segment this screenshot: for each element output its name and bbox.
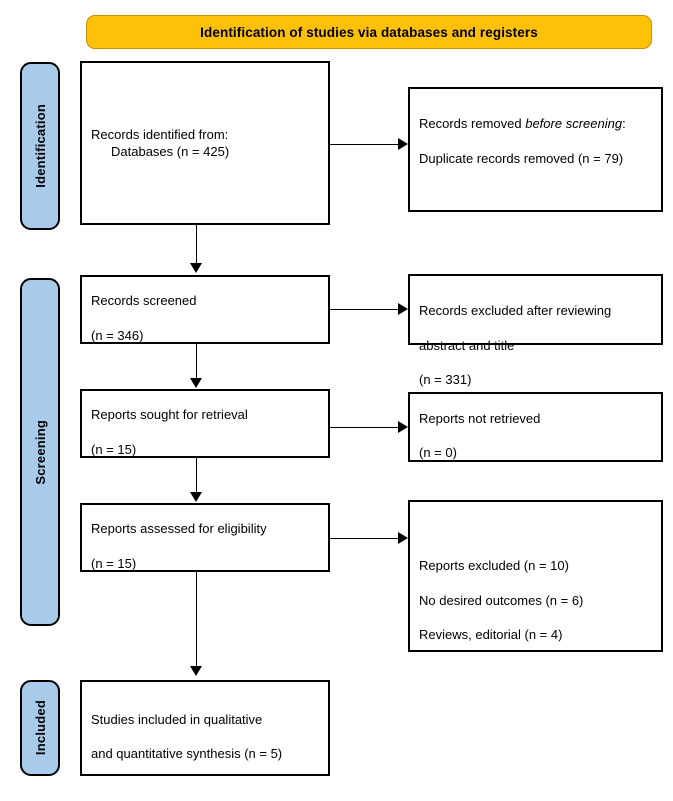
arrowhead-assessed-to-included-icon bbox=[190, 666, 202, 676]
box-records-removed: Records removed before screening: Duplic… bbox=[408, 87, 663, 212]
box-reports-sought-text: Reports sought for retrieval (n = 15) bbox=[82, 389, 328, 458]
arrowhead-identified-to-screened-icon bbox=[190, 263, 202, 273]
reports-excluded-line3: Reviews, editorial (n = 4) bbox=[419, 627, 563, 643]
arrowhead-assessed-to-excluded-icon bbox=[398, 532, 408, 544]
connector-screened-to-excluded bbox=[330, 309, 400, 310]
records-screened-label: Records screened bbox=[91, 293, 197, 309]
box-records-excluded-text: Records excluded after reviewing abstrac… bbox=[410, 276, 661, 389]
arrowhead-sought-to-assessed-icon bbox=[190, 492, 202, 502]
reports-assessed-label: Reports assessed for eligibility bbox=[91, 521, 267, 537]
reports-not-retrieved-label: Reports not retrieved bbox=[419, 410, 541, 426]
connector-sought-to-assessed bbox=[196, 458, 197, 494]
box-reports-sought: Reports sought for retrieval (n = 15) bbox=[80, 389, 330, 458]
records-identified-line2: Databases (n = 425) bbox=[111, 144, 230, 159]
arrowhead-screened-to-sought-icon bbox=[190, 378, 202, 388]
arrowhead-identified-to-removed-icon bbox=[398, 138, 408, 150]
box-reports-not-retrieved-text: Reports not retrieved (n = 0) bbox=[410, 392, 661, 461]
stage-pill-included: Included bbox=[20, 680, 60, 776]
stage-label-screening: Screening bbox=[32, 419, 48, 485]
connector-sought-to-not-retrieved bbox=[330, 427, 400, 428]
records-excluded-line2: abstract and title bbox=[419, 337, 515, 353]
box-records-screened-text: Records screened (n = 346) bbox=[82, 275, 328, 344]
reports-not-retrieved-count: (n = 0) bbox=[419, 445, 457, 461]
reports-assessed-count: (n = 15) bbox=[91, 555, 137, 571]
records-excluded-count: (n = 331) bbox=[419, 372, 472, 388]
stage-label-identification: Identification bbox=[32, 104, 48, 188]
connector-identified-to-screened bbox=[196, 225, 197, 265]
box-records-removed-text: Records removed before screening: Duplic… bbox=[410, 89, 661, 167]
connector-identified-to-removed bbox=[330, 144, 400, 145]
box-studies-included: Studies included in qualitative and quan… bbox=[80, 680, 330, 776]
stage-pill-identification: Identification bbox=[20, 62, 60, 230]
box-reports-assessed-text: Reports assessed for eligibility (n = 15… bbox=[82, 503, 328, 572]
phase-banner-identification: Identification of studies via databases … bbox=[86, 15, 652, 49]
box-studies-included-text: Studies included in qualitative and quan… bbox=[82, 693, 328, 762]
box-records-identified: Records identified from: Databases (n = … bbox=[80, 61, 330, 225]
studies-included-line1: Studies included in qualitative bbox=[91, 711, 263, 727]
box-records-excluded: Records excluded after reviewing abstrac… bbox=[408, 274, 663, 387]
records-removed-prefix: Records removed bbox=[419, 116, 526, 132]
arrowhead-screened-to-excluded-icon bbox=[398, 303, 408, 315]
reports-sought-count: (n = 15) bbox=[91, 441, 137, 457]
reports-excluded-line1: Reports excluded (n = 10) bbox=[419, 558, 569, 574]
box-reports-not-retrieved: Reports not retrieved (n = 0) bbox=[408, 392, 663, 462]
reports-sought-label: Reports sought for retrieval bbox=[91, 407, 248, 423]
box-records-screened: Records screened (n = 346) bbox=[80, 275, 330, 344]
box-records-identified-text: Records identified from: Databases (n = … bbox=[82, 108, 328, 177]
records-excluded-line1: Records excluded after reviewing bbox=[419, 303, 612, 319]
arrowhead-sought-to-not-retrieved-icon bbox=[398, 421, 408, 433]
stage-label-included: Included bbox=[32, 700, 48, 756]
connector-assessed-to-included bbox=[196, 572, 197, 668]
reports-excluded-line2: No desired outcomes (n = 6) bbox=[419, 592, 584, 608]
box-reports-excluded-text: Reports excluded (n = 10) No desired out… bbox=[410, 502, 661, 644]
connector-screened-to-sought bbox=[196, 344, 197, 380]
records-identified-line1: Records identified from: bbox=[91, 126, 229, 142]
connector-assessed-to-excluded bbox=[330, 538, 400, 539]
box-reports-assessed: Reports assessed for eligibility (n = 15… bbox=[80, 503, 330, 572]
box-reports-excluded: Reports excluded (n = 10) No desired out… bbox=[408, 500, 663, 652]
studies-included-line2: and quantitative synthesis (n = 5) bbox=[91, 746, 283, 762]
stage-pill-screening: Screening bbox=[20, 278, 60, 626]
records-removed-suffix: : bbox=[622, 116, 626, 132]
records-screened-count: (n = 346) bbox=[91, 327, 144, 343]
records-removed-emphasis: before screening bbox=[525, 116, 623, 132]
records-removed-detail: Duplicate records removed (n = 79) bbox=[419, 150, 624, 166]
